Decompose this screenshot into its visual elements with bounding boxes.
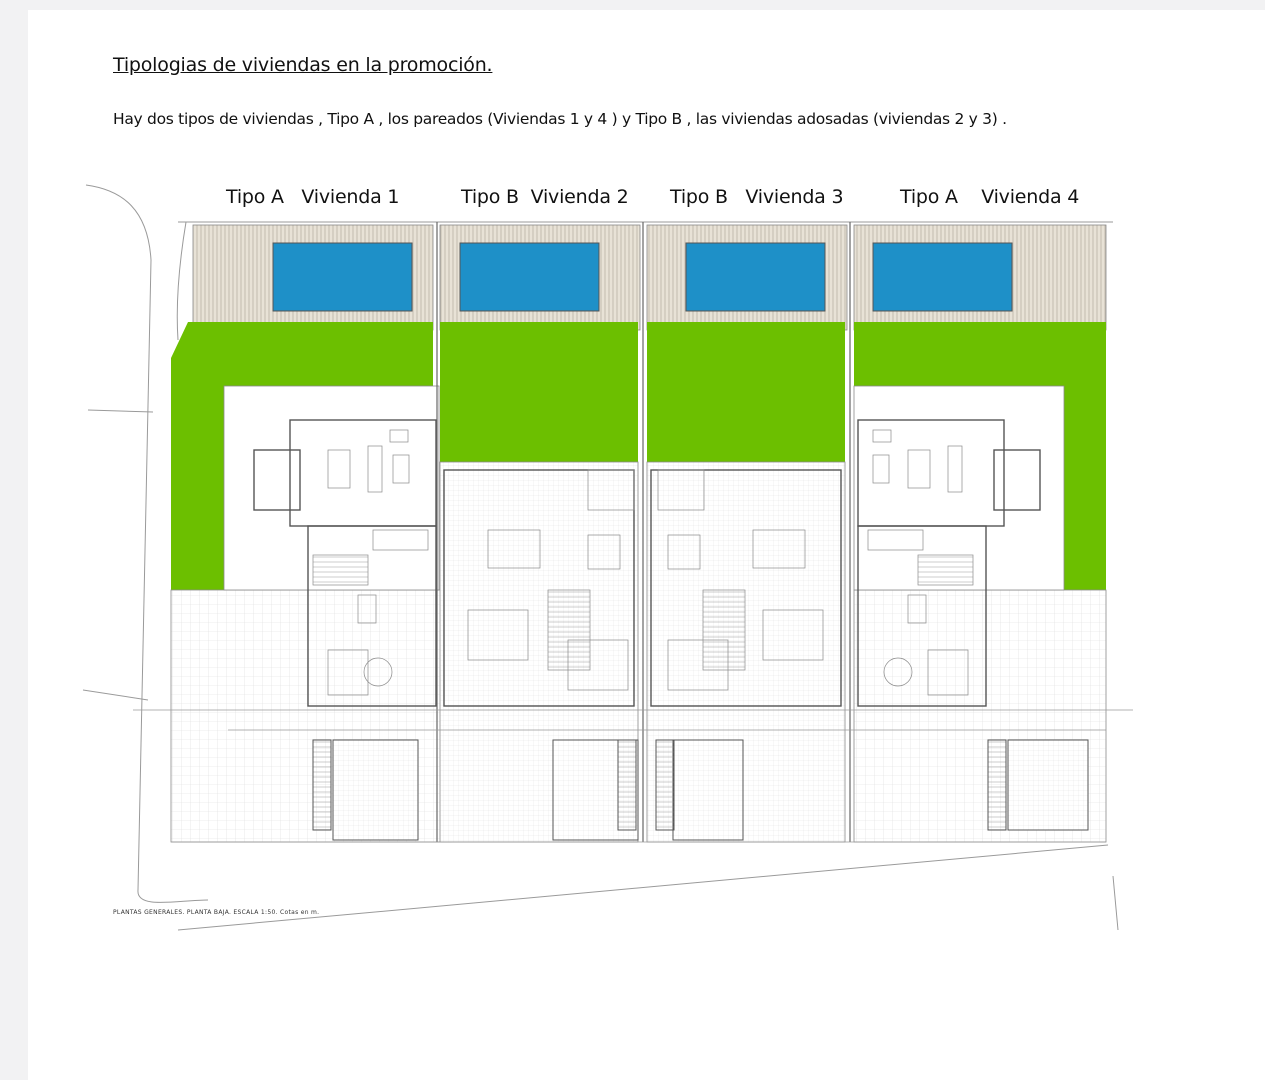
- unit-type: Tipo A: [900, 186, 958, 208]
- unit-label-vivienda-4: Tipo A Vivienda 4: [900, 186, 1079, 208]
- unit-type: Tipo A: [226, 186, 284, 208]
- floor-plan-drawing: [82, 184, 1133, 931]
- drawing-caption: PLANTAS GENERALES. PLANTA BAJA. ESCALA 1…: [113, 909, 320, 916]
- unit-label-vivienda-2: Tipo B Vivienda 2: [461, 186, 629, 208]
- site-boundary: [82, 184, 1119, 931]
- document-page: Tipologias de viviendas en la promoción.…: [28, 10, 1265, 1080]
- unit-name: Vivienda 1: [301, 186, 400, 208]
- unit-name: Vivienda 2: [530, 186, 629, 208]
- document-heading: Tipologias de viviendas en la promoción.: [113, 54, 493, 76]
- garages: [312, 739, 1089, 841]
- unit-name: Vivienda 3: [745, 186, 844, 208]
- house-walls: [253, 419, 1041, 707]
- party-walls: [436, 222, 851, 842]
- lawns: [171, 322, 1106, 590]
- unit-type: Tipo B: [461, 186, 519, 208]
- reference-lines: [133, 709, 1133, 843]
- unit-type: Tipo B: [670, 186, 728, 208]
- intro-paragraph: Hay dos tipos de viviendas , Tipo A , lo…: [113, 110, 1007, 128]
- unit-label-vivienda-1: Tipo A Vivienda 1: [226, 186, 400, 208]
- pools: [272, 242, 1013, 312]
- unit-label-vivienda-3: Tipo B Vivienda 3: [670, 186, 844, 208]
- interior-details: [312, 429, 974, 696]
- unit-name: Vivienda 4: [981, 186, 1080, 208]
